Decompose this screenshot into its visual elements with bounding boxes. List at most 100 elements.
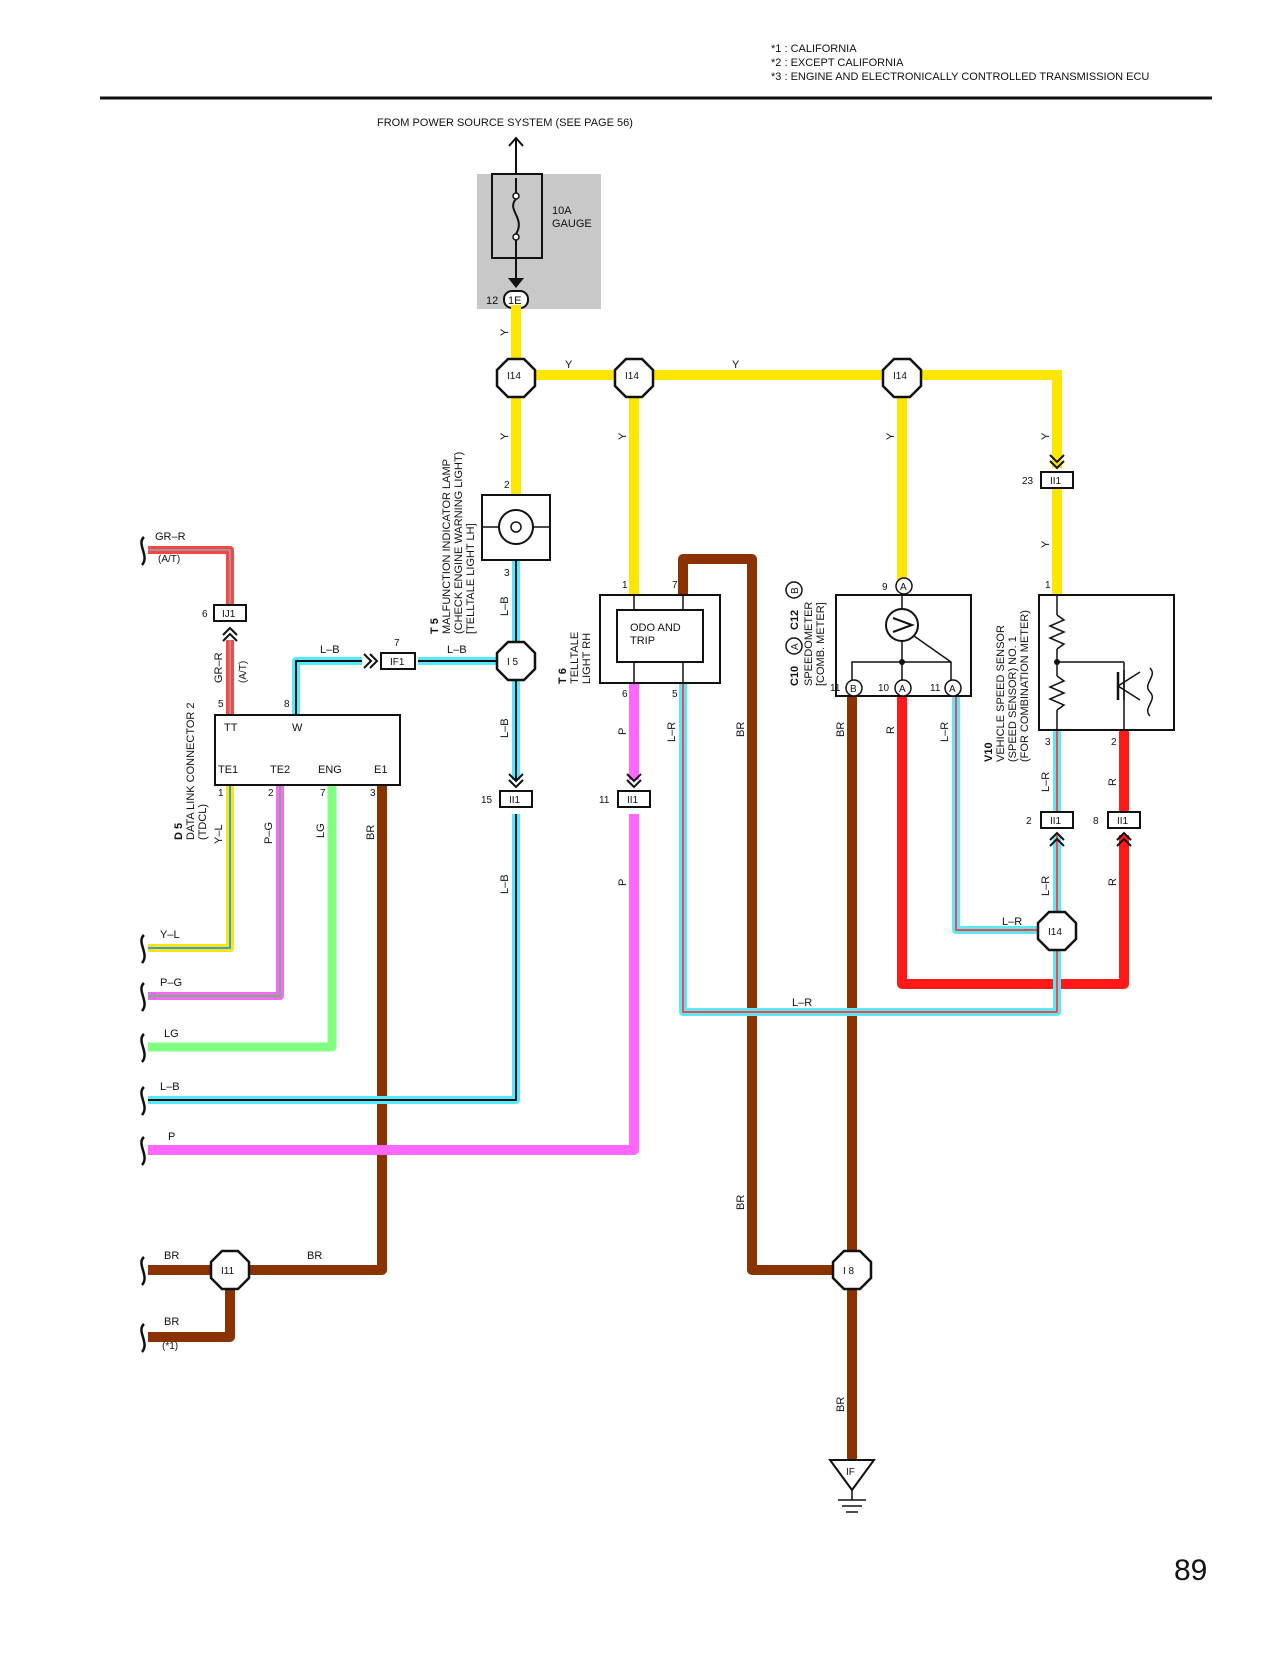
speedometer-name: SPEEDOMETER [803, 602, 815, 686]
resistor-icon [1048, 614, 1066, 650]
svg-text:II1: II1 [1117, 816, 1129, 827]
label-lg-2: LG [315, 823, 327, 838]
speedometer-location: [COMB. METER] [815, 602, 827, 686]
junction-i14-c: I14 [881, 357, 923, 399]
t5-code: T 5 [429, 618, 441, 634]
connector-ii1-15: II1 15 [481, 773, 533, 808]
svg-text:5: 5 [672, 689, 678, 700]
svg-text:TE2: TE2 [270, 764, 290, 776]
wire-p [148, 683, 639, 1155]
wire-y [511, 305, 1062, 600]
label-gr-r-2: GR–R [213, 652, 225, 683]
svg-text:2: 2 [1026, 816, 1032, 827]
label-br-1: BR [164, 1250, 179, 1262]
svg-text:23: 23 [1022, 476, 1034, 487]
fuse-rating: 10A [552, 205, 572, 217]
svg-text:8: 8 [1093, 816, 1099, 827]
power-source-label: FROM POWER SOURCE SYSTEM (SEE PAGE 56) [377, 117, 633, 129]
svg-text:11: 11 [930, 683, 941, 694]
t5-name: MALFUNCTION INDICATOR LAMP [441, 459, 453, 634]
note-except-california: *2 : EXCEPT CALIFORNIA [771, 57, 904, 69]
label-lr-6: L–R [792, 997, 812, 1009]
t5-location: [TELLTALE LIGHT LH] [465, 523, 477, 634]
label-y-7: Y [1040, 432, 1052, 440]
label-p-2: P [617, 728, 629, 735]
wire-yl [148, 785, 234, 952]
svg-text:IJ1: IJ1 [222, 609, 236, 620]
v10-subname: (SPEED SENSOR) NO. 1 [1007, 636, 1019, 762]
svg-text:I 8: I 8 [843, 1266, 855, 1277]
wire-break-marks [140, 536, 146, 1353]
svg-text:IF: IF [846, 1467, 855, 1478]
label-r-2: R [1107, 778, 1119, 786]
v10-name: VEHICLE SPEED SENSOR [995, 625, 1007, 762]
svg-text:ODO AND: ODO AND [630, 622, 681, 634]
label-br-2: BR [307, 1250, 322, 1262]
c10-mark-a [785, 637, 803, 655]
label-lg: LG [164, 1028, 179, 1040]
v10-code: V10 [983, 742, 995, 762]
label-l-b: L–B [160, 1081, 180, 1093]
label-lb-2: L–B [320, 644, 340, 656]
junction-i14-a: I14 [495, 357, 537, 399]
svg-text:2: 2 [504, 480, 510, 491]
svg-text:2: 2 [1111, 737, 1117, 748]
t6-code: T 6 [557, 668, 569, 684]
svg-text:1: 1 [622, 580, 628, 591]
c12-mark-b-label: B [790, 587, 801, 594]
label-p-g-2: P–G [263, 822, 275, 844]
fuse-icon [512, 198, 520, 235]
label-y-l: Y–L [160, 929, 180, 941]
label-gr-r-at: (A/T) [158, 554, 180, 565]
svg-text:ENG: ENG [318, 764, 342, 776]
svg-text:I11: I11 [221, 1266, 235, 1277]
c10-code: C10 [789, 666, 801, 686]
label-at-2: (A/T) [238, 661, 249, 683]
svg-text:I14: I14 [1048, 927, 1062, 938]
wire-pg [148, 785, 284, 1000]
svg-text:15: 15 [481, 795, 493, 806]
label-y-4: Y [499, 432, 511, 440]
svg-text:3: 3 [504, 568, 510, 579]
connector-1e-label: 1E [508, 295, 521, 307]
label-br-7: BR [835, 1397, 847, 1412]
component-d5: TT W TE1 TE2 ENG E1 5 8 1 2 7 3 [214, 699, 401, 799]
d5-code: D 5 [173, 823, 185, 840]
d5-name: DATA LINK CONNECTOR 2 [185, 702, 197, 840]
label-lr-3: L–R [1040, 772, 1052, 792]
junction-i11: I11 [209, 1249, 251, 1291]
svg-text:5: 5 [218, 699, 224, 710]
lamp-icon [498, 509, 534, 545]
label-br-5: BR [735, 1195, 747, 1210]
label-p: P [168, 1131, 175, 1143]
page-number: 89 [1174, 1554, 1207, 1587]
label-p-3: P [617, 879, 629, 886]
component-speedometer: 9 A 11 B 10 A 11 A [830, 577, 972, 697]
label-lb-1: L–B [499, 596, 511, 616]
svg-text:10: 10 [878, 683, 890, 694]
connector-ij1: IJ1 6 [202, 604, 247, 642]
svg-text:TRIP: TRIP [630, 635, 655, 647]
svg-text:W: W [292, 722, 303, 734]
svg-text:9: 9 [882, 582, 888, 593]
t6-subname: LIGHT RH [581, 633, 593, 684]
c10-mark-a-label: A [790, 643, 801, 650]
wire-lr [679, 683, 1061, 1016]
svg-text:7: 7 [320, 788, 326, 799]
label-y-8: Y [1040, 540, 1052, 548]
svg-text:I 5: I 5 [507, 657, 519, 668]
junction-i14-d: I14 [1036, 910, 1078, 952]
label-star1: (*1) [162, 1341, 178, 1352]
wire-lb [148, 560, 520, 1104]
svg-text:II1: II1 [1050, 816, 1062, 827]
connector-ii1-8: II1 8 [1093, 811, 1141, 847]
svg-text:11: 11 [599, 795, 610, 806]
wire-lg [148, 785, 337, 1052]
svg-text:A: A [949, 684, 956, 695]
svg-text:I14: I14 [625, 371, 639, 382]
wire-r [897, 696, 1129, 989]
connector-if1: IF1 7 [363, 638, 416, 670]
label-lb-3: L–B [447, 644, 467, 656]
svg-text:TT: TT [224, 722, 238, 734]
